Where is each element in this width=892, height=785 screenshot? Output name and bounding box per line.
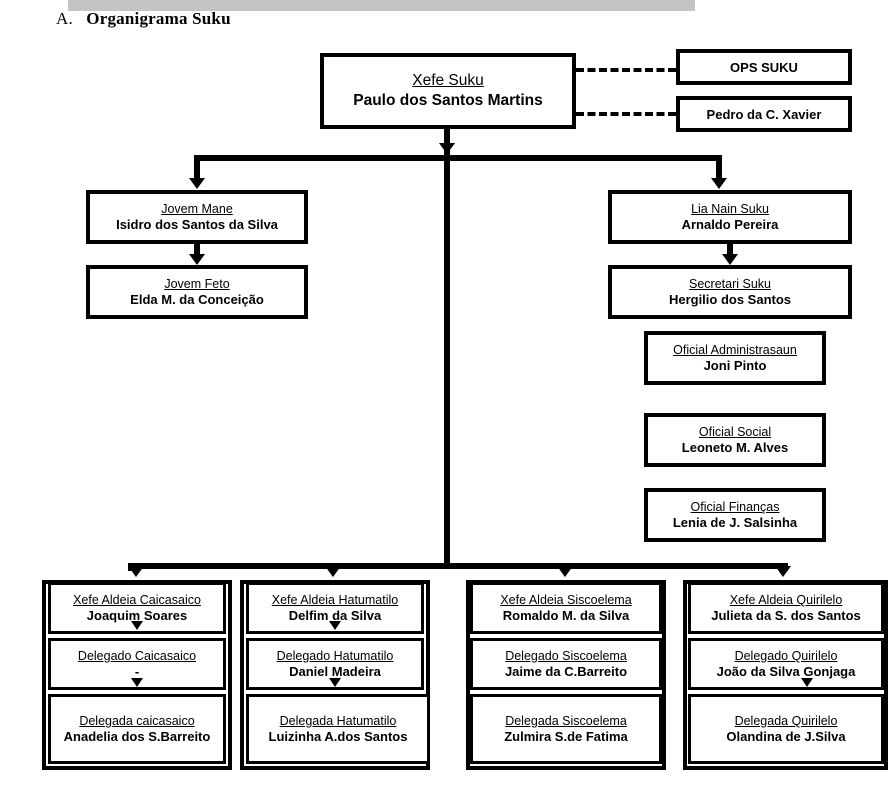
node-person: Daniel Madeira [289, 664, 381, 679]
node-label: Pedro da C. Xavier [706, 106, 822, 122]
node-person: - [134, 664, 140, 679]
node-advisor-pedro[interactable]: Pedro da C. Xavier [676, 96, 852, 132]
node-delegado-siscoelema[interactable]: Delegado Siscoelema Jaime da C.Barreito [470, 638, 662, 690]
arrow-to-jovem-mane [189, 178, 205, 189]
node-role: Delegada Siscoelema [505, 714, 627, 728]
node-person: Arnaldo Pereira [681, 217, 779, 232]
node-role: Xefe Aldeia Hatumatilo [271, 593, 399, 607]
node-role: Jovem Feto [164, 277, 230, 291]
node-role: Oficial Finanças [690, 500, 780, 514]
node-person: Romaldo M. da Silva [502, 608, 630, 623]
node-role: Xefe Aldeia Siscoelema [500, 593, 632, 607]
node-person: João da Silva Gonjaga [716, 664, 856, 679]
node-oficial-social[interactable]: Oficial Social Leoneto M. Alves [644, 413, 826, 467]
node-person: Joaquim Soares [86, 608, 188, 623]
arrow-to-aldeia-caicasaico [128, 566, 144, 577]
node-person: Luizinha A.dos Santos [268, 729, 408, 744]
connector-level1-bar [194, 155, 722, 161]
connector-lia-nain-to-secretari [727, 244, 733, 256]
node-role: Oficial Social [698, 425, 772, 439]
node-role: Delegada Hatumatilo [279, 714, 397, 728]
node-role: Oficial Administrasaun [673, 343, 797, 357]
node-xefe-suku[interactable]: Xefe Suku Paulo dos Santos Martins [320, 53, 576, 129]
arrow-to-jovem-feto [189, 254, 205, 265]
node-person: Joni Pinto [703, 358, 767, 373]
node-label: OPS SUKU [730, 59, 798, 75]
node-person: Elda M. da Conceição [130, 292, 264, 307]
node-xefe-aldeia-caicasaico[interactable]: Xefe Aldeia Caicasaico Joaquim Soares [48, 582, 226, 634]
arrow-to-aldeia-siscoelema [557, 566, 573, 577]
node-ops-suku[interactable]: OPS SUKU [676, 49, 852, 85]
node-xefe-aldeia-siscoelema[interactable]: Xefe Aldeia Siscoelema Romaldo M. da Sil… [470, 582, 662, 634]
dashed-connector-ops-suku [576, 68, 676, 72]
header-gray-bar [68, 0, 695, 11]
section-title-text: Organigrama Suku [86, 9, 231, 28]
arrow-hatumatilo-chief-to-delegado [329, 621, 341, 630]
node-lia-nain-suku[interactable]: Lia Nain Suku Arnaldo Pereira [608, 190, 852, 244]
node-jovem-feto[interactable]: Jovem Feto Elda M. da Conceição [86, 265, 308, 319]
node-role: Secretari Suku [689, 277, 771, 291]
node-person: Leoneto M. Alves [681, 440, 789, 455]
node-role: Delegado Siscoelema [505, 649, 627, 663]
node-role: Delegado Hatumatilo [276, 649, 394, 663]
node-role: Jovem Mane [161, 202, 233, 216]
arrow-to-aldeia-quirilelo [775, 566, 791, 577]
node-person: Delfim da Silva [288, 608, 382, 623]
node-delegado-hatumatilo[interactable]: Delegado Hatumatilo Daniel Madeira [246, 638, 424, 690]
node-xefe-aldeia-quirilelo[interactable]: Xefe Aldeia Quirilelo Julieta da S. dos … [688, 582, 884, 634]
arrow-caicasaico-delegado-to-delegada [131, 678, 143, 687]
node-secretari-suku[interactable]: Secretari Suku Hergilio dos Santos [608, 265, 852, 319]
arrow-quirilelo-delegado-to-delegada [801, 678, 813, 687]
node-role: Lia Nain Suku [691, 202, 769, 216]
node-delegada-hatumatilo[interactable]: Delegada Hatumatilo Luizinha A.dos Santo… [246, 694, 430, 764]
node-person: Olandina de J.Silva [726, 729, 846, 744]
node-jovem-mane[interactable]: Jovem Mane Isidro dos Santos da Silva [86, 190, 308, 244]
arrow-caicasaico-chief-to-delegado [131, 621, 143, 630]
node-oficial-financas[interactable]: Oficial Finanças Lenia de J. Salsinha [644, 488, 826, 542]
arrow-to-aldeia-hatumatilo [325, 566, 341, 577]
node-role: Delegada caicasaico [79, 714, 195, 728]
section-letter: A. [56, 9, 73, 28]
node-person: Jaime da C.Barreito [504, 664, 628, 679]
node-person: Lenia de J. Salsinha [672, 515, 798, 530]
connector-jovem-mane-to-feto [194, 244, 200, 256]
node-role: Delegado Quirilelo [734, 649, 838, 663]
connector-main-spine [444, 129, 450, 564]
node-person: Zulmira S.de Fatima [504, 729, 628, 744]
node-oficial-administrasaun[interactable]: Oficial Administrasaun Joni Pinto [644, 331, 826, 385]
node-role: Xefe Aldeia Caicasaico [73, 593, 201, 607]
node-delegada-siscoelema[interactable]: Delegada Siscoelema Zulmira S.de Fatima [470, 694, 662, 764]
connector-level1-right-drop [716, 155, 722, 180]
node-role: Delegado Caicasaico [77, 649, 197, 663]
dashed-connector-advisor [576, 112, 676, 116]
arrow-to-lia-nain [711, 178, 727, 189]
arrow-hatumatilo-delegado-to-delegada [329, 678, 341, 687]
node-delegada-quirilelo[interactable]: Delegada Quirilelo Olandina de J.Silva [688, 694, 884, 764]
node-delegada-caicasaico[interactable]: Delegada caicasaico Anadelia dos S.Barre… [48, 694, 226, 764]
node-person: Anadelia dos S.Barreito [63, 729, 211, 744]
node-person: Isidro dos Santos da Silva [116, 217, 278, 232]
node-person: Hergilio dos Santos [668, 292, 792, 307]
arrow-spine-to-level1 [439, 143, 455, 154]
node-role: Delegada Quirilelo [734, 714, 838, 728]
connector-aldeia-bar [128, 563, 788, 569]
connector-level1-left-drop [194, 155, 200, 180]
node-person: Paulo dos Santos Martins [353, 92, 543, 109]
page-title: A. Organigrama Suku [56, 9, 231, 29]
arrow-to-secretari-suku [722, 254, 738, 265]
node-delegado-quirilelo[interactable]: Delegado Quirilelo João da Silva Gonjaga [688, 638, 884, 690]
node-role: Xefe Suku [412, 72, 484, 89]
node-role: Xefe Aldeia Quirilelo [729, 593, 843, 607]
node-person: Julieta da S. dos Santos [711, 608, 861, 623]
